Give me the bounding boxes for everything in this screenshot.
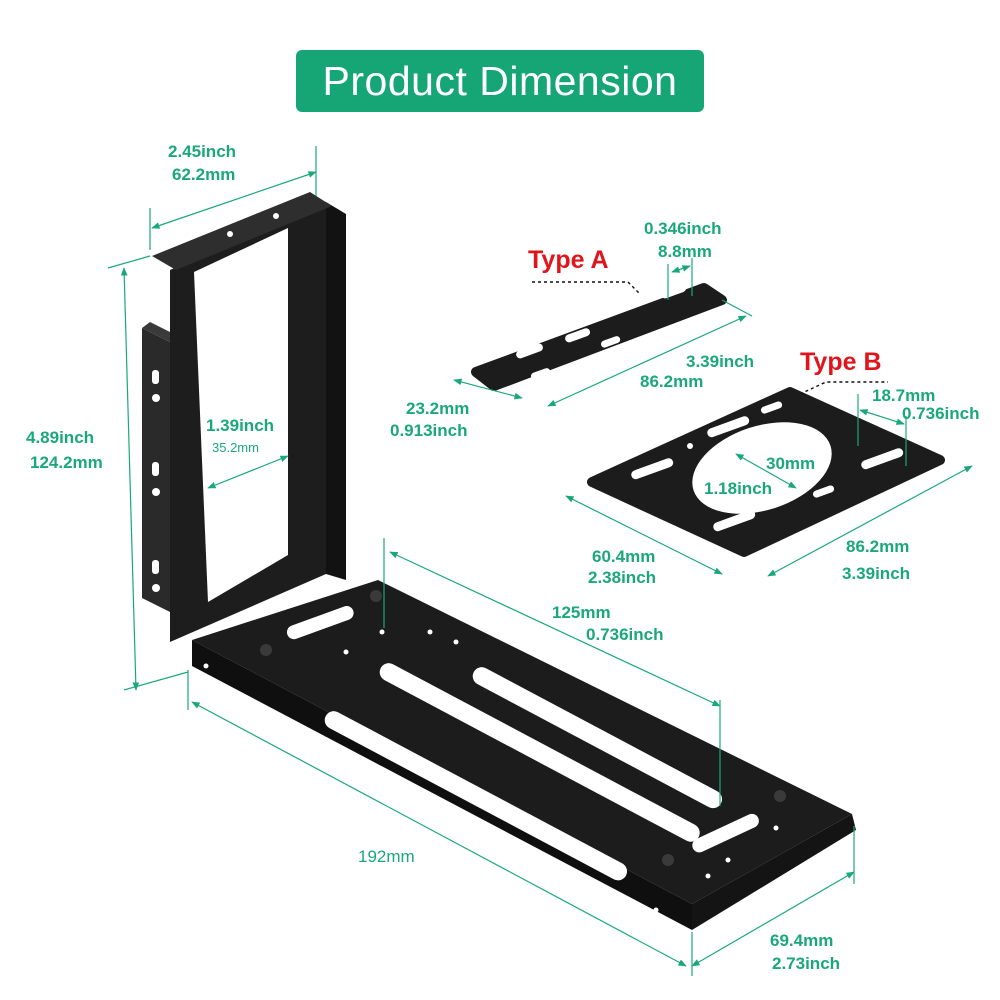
type-b-slot	[631, 458, 674, 480]
base-screw	[370, 590, 382, 602]
type-a-slot	[661, 284, 687, 299]
base-hole	[203, 663, 209, 669]
bracket-mount-plate	[142, 322, 178, 612]
type-b-slot	[760, 401, 783, 414]
page-title: Product Dimension	[322, 57, 678, 104]
bracket-inner-mm: 35.2mm	[212, 440, 259, 455]
type-b-label: Type B	[800, 348, 882, 376]
type-b-hole-mm: 30mm	[766, 454, 816, 473]
base-hole	[705, 873, 711, 879]
mount-hole	[152, 488, 160, 496]
bracket-width-inch: 2.45inch	[168, 142, 237, 161]
type-b-length-inch: 3.39inch	[842, 564, 911, 583]
type-a-slot	[530, 368, 551, 380]
base-slot-inch: 0.736inch	[586, 625, 664, 644]
bracket-height-inch: 4.89inch	[26, 428, 95, 447]
type-b-slot	[861, 448, 904, 470]
type-a-length-inch: 3.39inch	[686, 352, 755, 371]
base-hole	[653, 907, 659, 913]
base-hole	[427, 629, 433, 635]
base-width-mm: 69.4mm	[770, 931, 834, 950]
bracket-inner-inch: 1.39inch	[206, 416, 275, 435]
dimension-lines	[107, 146, 973, 976]
base-hole	[343, 649, 349, 655]
type-b-slot-mm: 18.7mm	[872, 386, 936, 405]
mount-hole	[152, 560, 159, 574]
type-a-slot-inch: 0.346inch	[644, 219, 722, 238]
base-hole	[713, 797, 719, 803]
mount-hole	[152, 394, 160, 402]
base-screw	[260, 644, 272, 656]
type-b-length-mm: 86.2mm	[846, 537, 910, 556]
base-screw	[774, 790, 786, 802]
base-screw	[662, 854, 674, 866]
flange-hole	[227, 231, 233, 237]
type-b-slot	[707, 416, 750, 438]
type-b-slot-inch: 0.736inch	[902, 404, 980, 423]
base-width-inch: 2.73inch	[772, 954, 841, 973]
type-a-length-mm: 86.2mm	[640, 372, 704, 391]
base-slot-mm: 125mm	[552, 603, 611, 622]
type-a-width-inch: 0.913inch	[390, 421, 468, 440]
type-a-width-mm: 23.2mm	[406, 399, 470, 418]
type-b-width-inch: 2.38inch	[588, 568, 657, 587]
type-b-width-mm: 60.4mm	[592, 547, 656, 566]
type-a-slot-mm: 8.8mm	[658, 242, 712, 261]
base-length-mm: 192mm	[358, 847, 415, 866]
base-hole	[773, 825, 779, 831]
type-a-label: Type A	[528, 246, 609, 274]
bracket-width-mm: 62.2mm	[172, 165, 236, 184]
bracket-vertical-frame	[152, 192, 346, 642]
base-hole	[453, 639, 459, 645]
type-b-slot	[713, 510, 756, 532]
type-pointer-lines	[532, 281, 888, 395]
type-b-hole	[687, 443, 693, 449]
title-banner: Product Dimension	[296, 50, 704, 112]
mount-hole	[152, 462, 159, 476]
flange-hole	[273, 213, 279, 219]
base-slot	[692, 813, 759, 853]
mount-hole	[152, 584, 160, 592]
mount-hole	[152, 370, 159, 384]
base-slot	[286, 606, 354, 640]
type-a-slot	[611, 295, 638, 311]
bracket-height-mm: 124.2mm	[30, 453, 103, 472]
type-b-hole-inch: 1.18inch	[704, 479, 773, 498]
base-hole	[379, 629, 385, 635]
type-a-slot	[516, 343, 543, 359]
base-hole	[725, 857, 731, 863]
